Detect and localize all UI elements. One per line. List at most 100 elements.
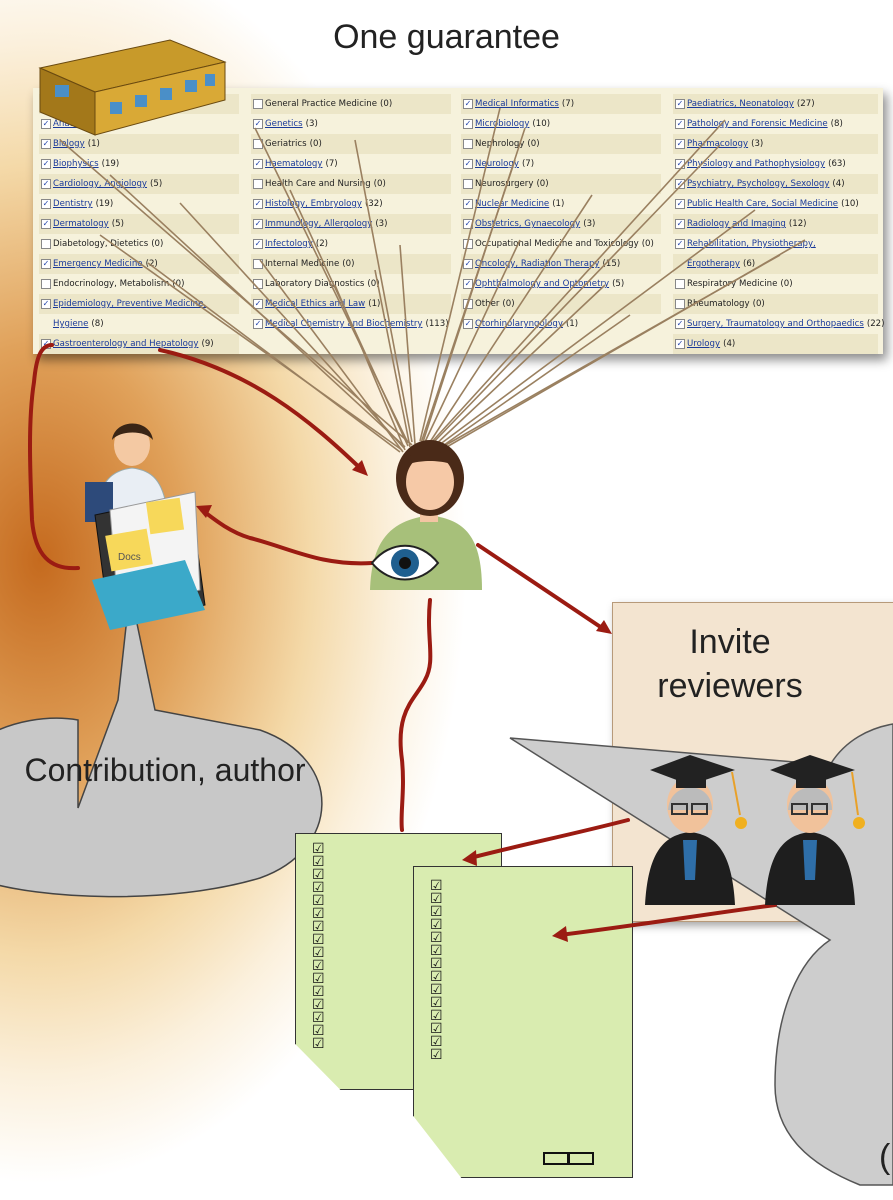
category-item[interactable]: ✓Medical Chemistry and Biochemistry(113) xyxy=(251,314,451,334)
category-checkbox[interactable]: ✓ xyxy=(463,319,473,329)
category-item[interactable]: ✓Ophthalmology and Optometry(5) xyxy=(461,274,661,294)
category-label[interactable]: Medical Informatics xyxy=(475,99,559,109)
category-item[interactable]: ✓Rehabilitation, Physiotherapy, xyxy=(673,234,878,254)
category-item[interactable]: ✓Nuclear Medicine(1) xyxy=(461,194,661,214)
category-label[interactable]: Urology xyxy=(687,339,721,349)
category-label[interactable]: Cardiology, Angiology xyxy=(53,179,148,189)
category-label[interactable]: Biology xyxy=(53,139,85,149)
category-label[interactable]: Pathology and Forensic Medicine xyxy=(687,119,828,129)
category-checkbox[interactable] xyxy=(253,179,263,189)
category-item[interactable]: Ergotherapy(6) xyxy=(673,254,878,274)
category-label[interactable]: Laboratory Diagnostics xyxy=(265,279,365,289)
category-checkbox[interactable]: ✓ xyxy=(675,179,685,189)
category-label[interactable]: Diabetology, Dietetics xyxy=(53,239,149,249)
category-label[interactable]: Epidemiology, Preventive Medicine, xyxy=(53,299,207,309)
category-item[interactable]: ✓Biophysics(19) xyxy=(39,154,239,174)
category-item[interactable]: ✓Microbiology(10) xyxy=(461,114,661,134)
category-item[interactable]: ✓Histology, Embryology(32) xyxy=(251,194,451,214)
category-item[interactable]: ✓Emergency Medicine(2) xyxy=(39,254,239,274)
category-label[interactable]: Internal Medicine xyxy=(265,259,340,269)
category-label[interactable]: Rheumatology xyxy=(687,299,750,309)
category-item[interactable]: ✓Biology(1) xyxy=(39,134,239,154)
category-checkbox[interactable]: ✓ xyxy=(253,299,263,309)
category-item[interactable]: Hygiene(8) xyxy=(39,314,239,334)
category-label[interactable]: Microbiology xyxy=(475,119,530,129)
category-checkbox[interactable]: ✓ xyxy=(253,159,263,169)
category-checkbox[interactable]: ✓ xyxy=(41,139,51,149)
category-label[interactable]: Nuclear Medicine xyxy=(475,199,550,209)
category-item[interactable]: Geriatrics(0) xyxy=(251,134,451,154)
category-item[interactable]: ✓Pharmacology(3) xyxy=(673,134,878,154)
category-checkbox[interactable]: ✓ xyxy=(463,119,473,129)
category-label[interactable]: Biophysics xyxy=(53,159,99,169)
category-checkbox[interactable] xyxy=(41,279,51,289)
category-item[interactable]: ✓Urology(4) xyxy=(673,334,878,354)
category-item[interactable]: ✓Neurology(7) xyxy=(461,154,661,174)
category-item[interactable]: ✓Dermatology(5) xyxy=(39,214,239,234)
category-item[interactable]: Diabetology, Dietetics(0) xyxy=(39,234,239,254)
category-item[interactable]: Health Care and Nursing(0) xyxy=(251,174,451,194)
category-checkbox[interactable]: ✓ xyxy=(463,99,473,109)
category-label[interactable]: Genetics xyxy=(265,119,303,129)
category-label[interactable]: Neurosurgery xyxy=(475,179,534,189)
category-label[interactable]: Psychiatry, Psychology, Sexology xyxy=(687,179,830,189)
category-item[interactable]: ✓Haematology(7) xyxy=(251,154,451,174)
category-label[interactable]: Neurology xyxy=(475,159,519,169)
category-checkbox[interactable]: ✓ xyxy=(675,239,685,249)
category-label[interactable]: Health Care and Nursing xyxy=(265,179,371,189)
category-label[interactable]: Public Health Care, Social Medicine xyxy=(687,199,839,209)
category-item[interactable]: ✓Pathology and Forensic Medicine(8) xyxy=(673,114,878,134)
category-label[interactable]: Dermatology xyxy=(53,219,109,229)
category-label[interactable]: Rehabilitation, Physiotherapy, xyxy=(687,239,816,249)
category-item[interactable]: ✓Cardiology, Angiology(5) xyxy=(39,174,239,194)
category-label[interactable]: Emergency Medicine xyxy=(53,259,143,269)
category-checkbox[interactable]: ✓ xyxy=(41,219,51,229)
category-item[interactable]: Neurosurgery(0) xyxy=(461,174,661,194)
category-checkbox[interactable]: ✓ xyxy=(463,199,473,209)
category-checkbox[interactable] xyxy=(675,279,685,289)
category-label[interactable]: Pharmacology xyxy=(687,139,749,149)
category-label[interactable]: Haematology xyxy=(265,159,323,169)
category-checkbox[interactable]: ✓ xyxy=(675,339,685,349)
category-label[interactable]: Surgery, Traumatology and Orthopaedics xyxy=(687,319,864,329)
category-item[interactable]: General Practice Medicine(0) xyxy=(251,94,451,114)
category-item[interactable]: ✓Immunology, Allergology(3) xyxy=(251,214,451,234)
category-item[interactable]: Endocrinology, Metabolism(0) xyxy=(39,274,239,294)
category-item[interactable]: Rheumatology(0) xyxy=(673,294,878,314)
category-item[interactable]: ✓Medical Informatics(7) xyxy=(461,94,661,114)
category-checkbox[interactable]: ✓ xyxy=(675,99,685,109)
category-item[interactable]: ✓Dentistry(19) xyxy=(39,194,239,214)
category-item[interactable]: ✓Otorhinolaryngology(1) xyxy=(461,314,661,334)
category-label[interactable]: Ophthalmology and Optometry xyxy=(475,279,610,289)
category-checkbox[interactable] xyxy=(463,139,473,149)
category-item[interactable]: ✓Infectology(2) xyxy=(251,234,451,254)
category-label[interactable]: Physiology and Pathophysiology xyxy=(687,159,826,169)
category-checkbox[interactable]: ✓ xyxy=(675,119,685,129)
category-label[interactable]: Respiratory Medicine xyxy=(687,279,778,289)
category-label[interactable]: General Practice Medicine xyxy=(265,99,378,109)
category-label[interactable]: Medical Ethics and Law xyxy=(265,299,366,309)
category-checkbox[interactable] xyxy=(253,99,263,109)
category-label[interactable]: Histology, Embryology xyxy=(265,199,362,209)
category-checkbox[interactable]: ✓ xyxy=(41,119,51,129)
category-checkbox[interactable]: ✓ xyxy=(253,199,263,209)
category-checkbox[interactable]: ✓ xyxy=(463,259,473,269)
category-item[interactable]: ✓Gastroenterology and Hepatology(9) xyxy=(39,334,239,354)
category-checkbox[interactable] xyxy=(675,299,685,309)
category-checkbox[interactable]: ✓ xyxy=(253,119,263,129)
category-label[interactable]: Nephrology xyxy=(475,139,525,149)
category-label[interactable]: Immunology, Allergology xyxy=(265,219,373,229)
category-item[interactable]: ✓Public Health Care, Social Medicine(10) xyxy=(673,194,878,214)
category-checkbox[interactable]: ✓ xyxy=(41,159,51,169)
category-label[interactable]: Other xyxy=(475,299,500,309)
category-label[interactable]: Dentistry xyxy=(53,199,93,209)
category-checkbox[interactable]: ✓ xyxy=(675,319,685,329)
category-checkbox[interactable]: ✓ xyxy=(675,199,685,209)
category-label[interactable]: Gastroenterology and Hepatology xyxy=(53,339,199,349)
category-checkbox[interactable]: ✓ xyxy=(41,179,51,189)
category-item[interactable]: ✓Obstetrics, Gynaecology(3) xyxy=(461,214,661,234)
category-checkbox[interactable]: ✓ xyxy=(463,279,473,289)
category-item[interactable]: Nephrology(0) xyxy=(461,134,661,154)
category-item[interactable]: ✓Psychiatry, Psychology, Sexology(4) xyxy=(673,174,878,194)
category-item[interactable]: ✓Surgery, Traumatology and Orthopaedics(… xyxy=(673,314,885,334)
